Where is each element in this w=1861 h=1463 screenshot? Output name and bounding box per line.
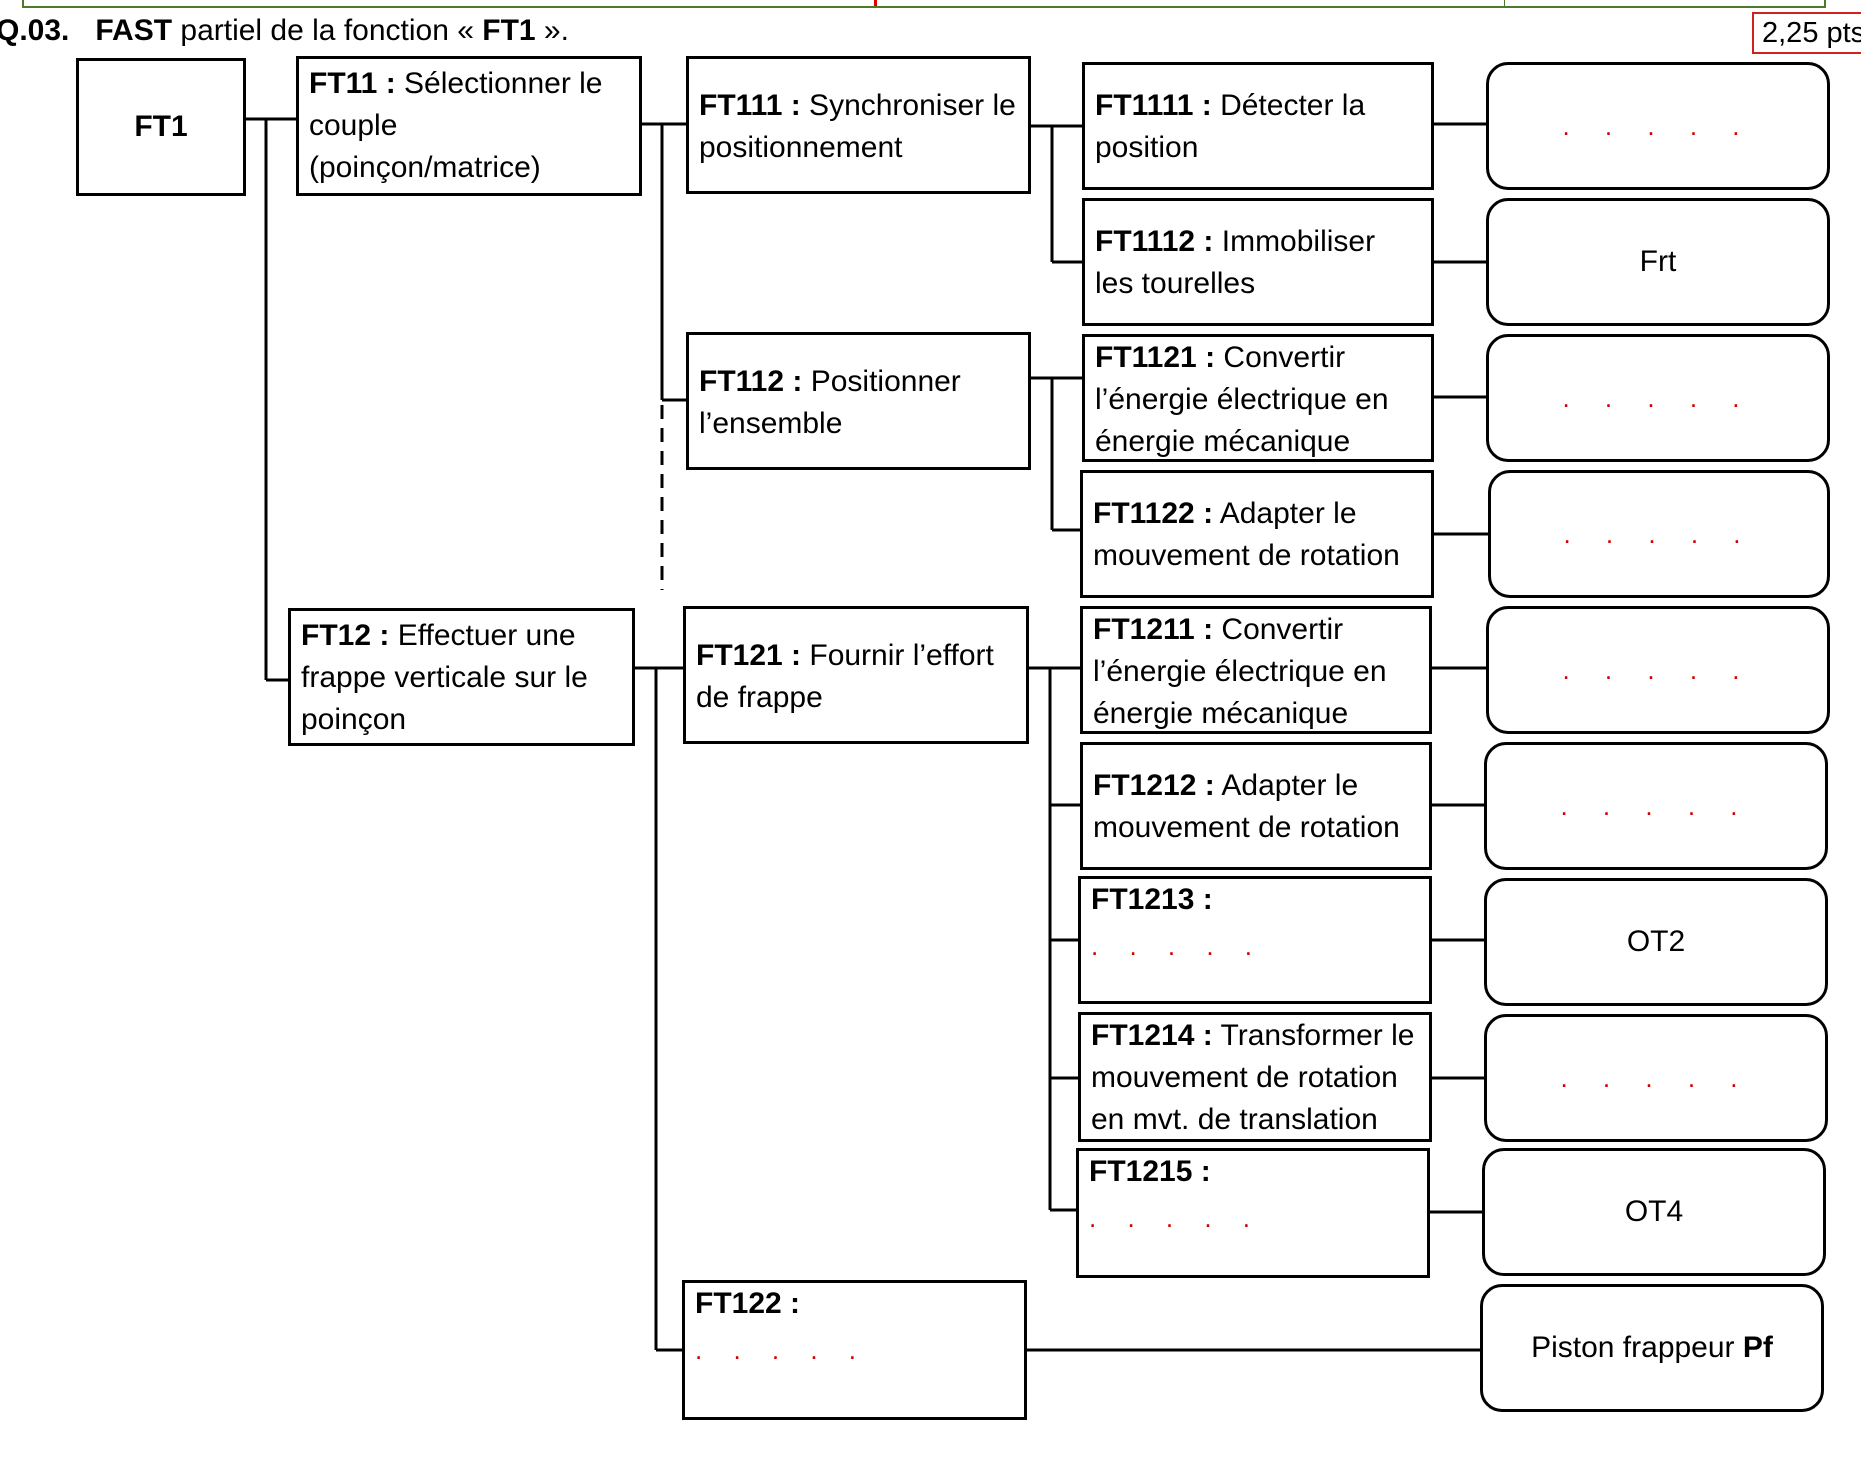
fn-code: FT1212 : — [1093, 769, 1215, 802]
fn-code: FT12 : — [301, 619, 390, 652]
red-mark — [874, 0, 877, 6]
fn-box-ft12: FT12 : Effectuer une frappe verticale su… — [288, 608, 635, 746]
fn-code: FT111 : — [699, 89, 801, 122]
points-badge: 2,25 pts — [1752, 12, 1861, 54]
fn-text: Transformer le mouvement de rotation en … — [1091, 1019, 1415, 1136]
fn-code: FT1111 : — [1095, 89, 1212, 122]
fn-code: FT1122 : — [1093, 497, 1214, 530]
title-text: partiel de la fonction « — [172, 14, 483, 47]
fn-box-ft1212: FT1212 : Adapter le mouvement de rotatio… — [1080, 742, 1432, 870]
solution-box-ft1112: Frt — [1486, 198, 1830, 326]
top-frame — [22, 0, 1826, 8]
solution-box-ft1214[interactable]: . . . . . — [1484, 1014, 1828, 1142]
question-number: Q.03. — [0, 14, 70, 47]
fn-code: FT112 : — [699, 365, 803, 398]
fn-text: Synchroniser le positionnement — [699, 89, 1016, 164]
solution-label: OT4 — [1624, 1195, 1684, 1228]
fn-box-ft1213: FT1213 : . . . . . — [1078, 876, 1432, 1004]
fn-code: FT1112 : — [1095, 225, 1214, 258]
solution-label: Piston frappeur Pf — [1531, 1331, 1773, 1365]
solution-box-ft1212[interactable]: . . . . . — [1484, 742, 1828, 870]
fn-text: Effectuer une frappe verticale sur le po… — [301, 619, 588, 736]
answer-placeholder[interactable]: . . . . . — [1560, 790, 1752, 821]
fn-box-ft121: FT121 : Fournir l’effort de frappe — [683, 606, 1029, 744]
fn-text: Adapter le mouvement de rotation — [1093, 769, 1400, 844]
question-header: Q.03. FAST partiel de la fonction « FT1 »… — [0, 14, 569, 48]
answer-placeholder[interactable]: . . . . . — [1562, 382, 1754, 413]
fn-code: FT1211 : — [1093, 613, 1214, 646]
fn-text: Détecter la position — [1095, 89, 1366, 164]
fn-box-ft122: FT122 : . . . . . — [682, 1280, 1027, 1420]
title-end: ». — [535, 14, 569, 47]
fn-text: Sélectionner le couple (poinçon/matrice) — [309, 67, 603, 184]
answer-placeholder[interactable]: . . . . . — [1560, 1062, 1752, 1093]
solution-text: Piston frappeur — [1531, 1331, 1743, 1364]
solution-label: Frt — [1639, 245, 1677, 278]
fn-box-ft1122: FT1122 : Adapter le mouvement de rotatio… — [1080, 470, 1434, 598]
title-function: FT1 — [482, 14, 536, 47]
fn-box-ft1214: FT1214 : Transformer le mouvement de rot… — [1078, 1012, 1432, 1142]
solution-label: OT2 — [1626, 925, 1686, 958]
fn-text: Convertir l’énergie électrique en énergi… — [1095, 341, 1389, 458]
fn-box-ft1211: FT1211 : Convertir l’énergie électrique … — [1080, 606, 1432, 734]
fn-text: Convertir l’énergie électrique en énergi… — [1093, 613, 1387, 730]
answer-placeholder[interactable]: . . . . . — [1563, 518, 1755, 549]
fn-code: FT1213 : — [1091, 883, 1213, 916]
answer-placeholder[interactable]: . . . . . — [1562, 654, 1754, 685]
fn-box-ft1111: FT1111 : Détecter la position — [1082, 62, 1434, 190]
fn-text: Fournir l’effort de frappe — [696, 639, 994, 714]
fn-code: FT1214 : — [1091, 1019, 1213, 1052]
answer-placeholder[interactable]: . . . . . — [1562, 110, 1754, 141]
fn-code: FT1121 : — [1095, 341, 1216, 374]
fn-box-ft111: FT111 : Synchroniser le positionnement — [686, 56, 1031, 194]
fn-code: FT11 : — [309, 67, 396, 100]
fn-code: FT1215 : — [1089, 1155, 1211, 1188]
title-fast: FAST — [95, 14, 173, 47]
fn-ft1-label: FT1 — [134, 110, 188, 143]
fn-code: FT122 : — [695, 1287, 801, 1320]
solution-box-ft1121[interactable]: . . . . . — [1486, 334, 1830, 462]
fn-box-ft1215: FT1215 : . . . . . — [1076, 1148, 1430, 1278]
answer-placeholder[interactable]: . . . . . — [1089, 1203, 1263, 1233]
answer-placeholder[interactable]: . . . . . — [695, 1335, 869, 1365]
fn-text: Immobiliser les tourelles — [1095, 225, 1376, 300]
fn-text: Positionner l’ensemble — [699, 365, 961, 440]
fn-text: Adapter le mouvement de rotation — [1093, 497, 1400, 572]
solution-box-ft1215: OT4 — [1482, 1148, 1826, 1276]
solution-box-ft1122[interactable]: . . . . . — [1488, 470, 1830, 598]
solution-box-ft1111[interactable]: . . . . . — [1486, 62, 1830, 190]
fn-box-ft112: FT112 : Positionner l’ensemble — [686, 332, 1031, 470]
answer-placeholder[interactable]: . . . . . — [1091, 931, 1265, 961]
frame-separator — [1504, 0, 1505, 6]
solution-box-ft1211[interactable]: . . . . . — [1486, 606, 1830, 734]
solution-bold: Pf — [1742, 1331, 1773, 1364]
fn-box-ft1: FT1 — [76, 58, 246, 196]
solution-box-ft1213: OT2 — [1484, 878, 1828, 1006]
solution-box-ft122: Piston frappeur Pf — [1480, 1284, 1824, 1412]
fn-code: FT121 : — [696, 639, 802, 672]
fn-box-ft1121: FT1121 : Convertir l’énergie électrique … — [1082, 334, 1434, 462]
fn-box-ft1112: FT1112 : Immobiliser les tourelles — [1082, 198, 1434, 326]
fn-box-ft11: FT11 : Sélectionner le couple (poinçon/m… — [296, 56, 642, 196]
